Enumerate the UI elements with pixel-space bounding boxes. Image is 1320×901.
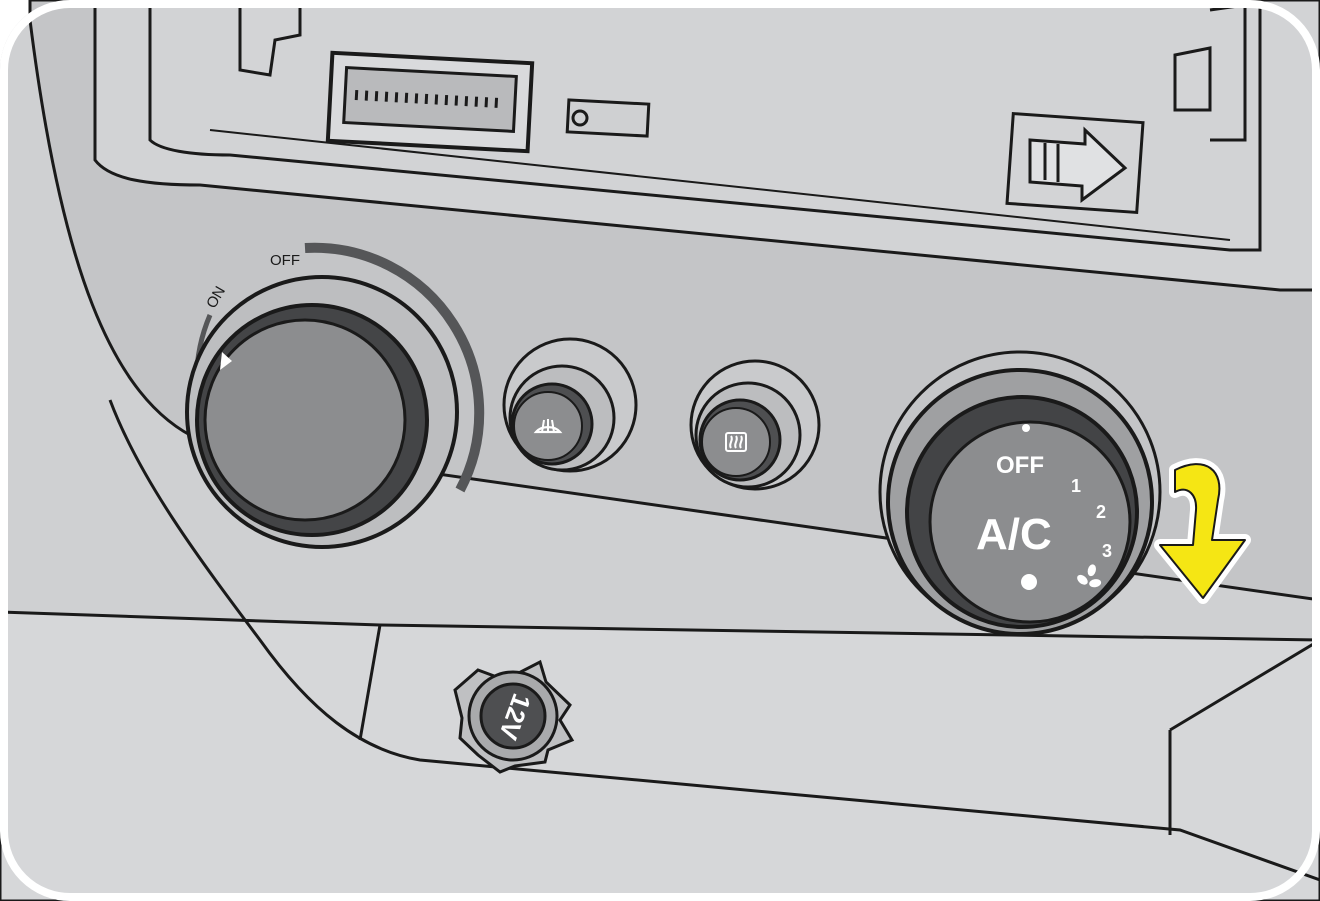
front-defrost-button[interactable] bbox=[502, 337, 638, 473]
front-defrost-icon bbox=[533, 419, 563, 434]
ac-dial-main-label: A/C bbox=[976, 510, 1052, 559]
release-tab bbox=[1005, 111, 1145, 215]
radio-connector bbox=[325, 50, 535, 154]
fan-icon bbox=[1077, 564, 1102, 588]
console-step bbox=[358, 624, 1320, 835]
rear-defrost-icon bbox=[725, 432, 747, 452]
power-dial-pointer-icon bbox=[220, 352, 232, 370]
power-outlet-12v[interactable]: 12V bbox=[453, 659, 575, 774]
ac-dial-center-dot bbox=[1021, 574, 1037, 590]
ac-dial-indicator-dot bbox=[1022, 424, 1030, 432]
turn-clockwise-arrow-icon bbox=[1154, 458, 1251, 604]
console-edge bbox=[108, 399, 1320, 882]
bracket-slot bbox=[565, 98, 651, 138]
ac-dial-speed-3: 3 bbox=[1102, 541, 1112, 561]
power-dial-off-label: OFF bbox=[270, 252, 300, 269]
ac-dial-off-label: OFF bbox=[996, 452, 1044, 479]
radio-bay-inner bbox=[148, 0, 1262, 252]
radio-bay-ledge bbox=[209, 129, 1231, 241]
power-dial[interactable]: ON OFF bbox=[185, 242, 485, 549]
lower-console bbox=[0, 610, 1320, 901]
power-dial-off-arc bbox=[304, 242, 485, 493]
ac-dial[interactable]: OFF 1 2 3 A/C bbox=[878, 350, 1162, 636]
left-bracket bbox=[238, 0, 302, 77]
ac-dial-speed-2: 2 bbox=[1096, 502, 1106, 522]
right-bracket bbox=[1173, 3, 1247, 142]
ac-dial-speed-1: 1 bbox=[1071, 476, 1081, 496]
rear-defrost-button[interactable] bbox=[689, 359, 821, 491]
